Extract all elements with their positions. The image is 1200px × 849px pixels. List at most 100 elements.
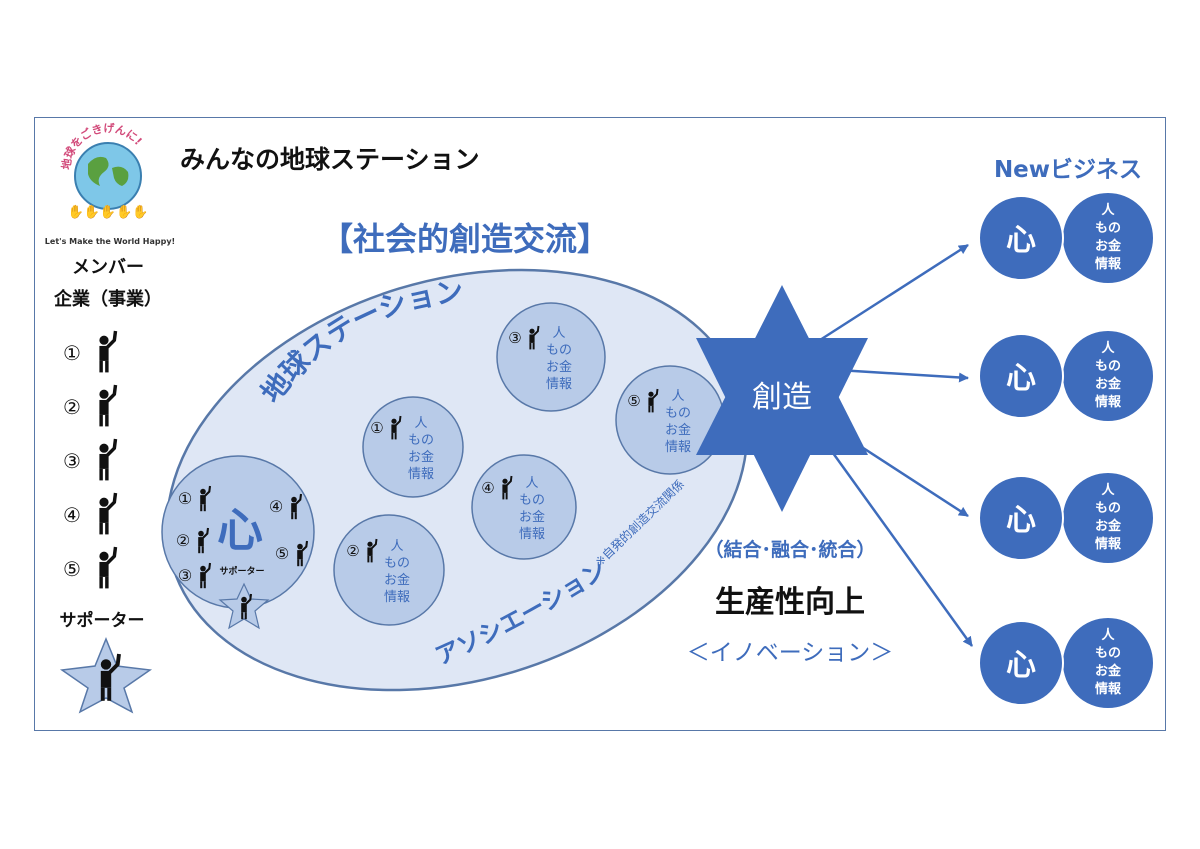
- heart-member-number: ④: [269, 497, 283, 516]
- resource-label: 情報: [665, 440, 691, 455]
- person-icon: [529, 325, 540, 350]
- person-icon: [99, 384, 118, 427]
- company-heading: 企業（事業）: [53, 288, 162, 310]
- productivity-label: 生産性向上: [715, 585, 865, 620]
- person-icon: [200, 562, 212, 589]
- member-number: ④: [63, 503, 81, 527]
- company-number: ⑤: [627, 392, 640, 410]
- business-resource-label: 人: [1101, 202, 1115, 218]
- business-resource-label: 情報: [1095, 394, 1122, 410]
- person-icon: [297, 540, 309, 567]
- business-resource-label: お金: [1095, 376, 1122, 392]
- resource-label: 人: [414, 416, 427, 431]
- heart-member-item: ①: [178, 485, 212, 512]
- heart-member-item: ③: [178, 562, 212, 589]
- business-resource-label: もの: [1095, 221, 1121, 236]
- company-number: ③: [508, 329, 521, 347]
- company-number: ④: [481, 479, 494, 497]
- member-item: ⑤: [63, 546, 118, 589]
- member-number: ⑤: [63, 557, 81, 581]
- resource-label: もの: [546, 343, 572, 358]
- resource-label: もの: [519, 493, 545, 508]
- union-label: （結合･融合･統合）: [704, 538, 875, 561]
- person-icon: [198, 527, 210, 554]
- resource-label: お金: [408, 449, 434, 465]
- business-resource-label: 情報: [1095, 256, 1122, 272]
- business-heart: 心: [1006, 503, 1036, 538]
- heart-member-item: ②: [176, 527, 210, 554]
- resource-label: もの: [408, 433, 434, 448]
- business-heart: 心: [1006, 648, 1036, 683]
- person-icon: [99, 330, 118, 373]
- supporter-person-icon: [100, 653, 121, 701]
- heart-member-number: ②: [176, 531, 190, 550]
- heart-member-number: ③: [178, 566, 192, 585]
- hands-row: ✋✋✋✋✋: [68, 204, 149, 220]
- new-business-heading: Newビジネス: [994, 157, 1142, 183]
- heart-supporter-person-icon: [241, 593, 253, 620]
- resource-label: 情報: [408, 467, 434, 482]
- resource-label: 情報: [519, 527, 545, 542]
- diagram-frame: [34, 117, 1166, 731]
- resource-label: 情報: [384, 590, 410, 605]
- business-resource-label: 人: [1101, 482, 1115, 498]
- resource-label: もの: [384, 556, 410, 571]
- business-resource-label: もの: [1095, 501, 1121, 516]
- business-resource-label: 情報: [1095, 681, 1122, 697]
- business-resource-label: 人: [1101, 627, 1115, 643]
- person-icon: [502, 475, 513, 500]
- business-heart-circle: [978, 620, 1064, 706]
- creation-label: 創造: [752, 380, 812, 415]
- logo-tagline: Let's Make the World Happy!: [45, 237, 175, 246]
- creation-star: 創造: [696, 285, 868, 512]
- person-icon: [648, 388, 659, 413]
- resource-label: お金: [519, 509, 545, 525]
- resource-label: 人: [552, 326, 565, 341]
- person-icon: [367, 538, 378, 563]
- resource-label: お金: [546, 359, 572, 375]
- heart-character: 心: [217, 503, 263, 557]
- member-heading: メンバー: [72, 257, 144, 278]
- person-icon: [291, 493, 303, 520]
- resource-label: お金: [665, 422, 691, 438]
- person-icon: [200, 485, 212, 512]
- resource-label: 人: [390, 539, 403, 554]
- business-heart-circle: [978, 475, 1064, 561]
- person-icon: [391, 415, 402, 440]
- company-number: ①: [370, 419, 383, 437]
- resource-label: 人: [525, 476, 538, 491]
- heart-member-number: ①: [178, 489, 192, 508]
- member-number: ②: [63, 395, 81, 419]
- resource-label: お金: [384, 572, 410, 588]
- heart-member-item: ⑤: [275, 540, 309, 567]
- business-resource-label: もの: [1095, 359, 1121, 374]
- business-resource-label: 情報: [1095, 536, 1122, 552]
- arrow: [819, 243, 969, 342]
- person-icon: [99, 492, 118, 535]
- business-heart-circle: [978, 195, 1064, 281]
- resource-label: もの: [665, 406, 691, 421]
- business-resource-label: もの: [1095, 646, 1121, 661]
- supporter-heading: サポーター: [60, 610, 145, 631]
- globe-icon: [74, 142, 142, 210]
- person-icon: [99, 546, 118, 589]
- resource-label: 人: [671, 389, 684, 404]
- person-icon: [99, 438, 118, 481]
- page-title: みんなの地球ステーション: [180, 145, 480, 174]
- logo: 地球をごきげんに! ✋✋✋✋✋ Let's Make the World Hap…: [45, 121, 175, 246]
- business-resource-label: お金: [1095, 663, 1122, 679]
- member-item: ①: [63, 330, 118, 373]
